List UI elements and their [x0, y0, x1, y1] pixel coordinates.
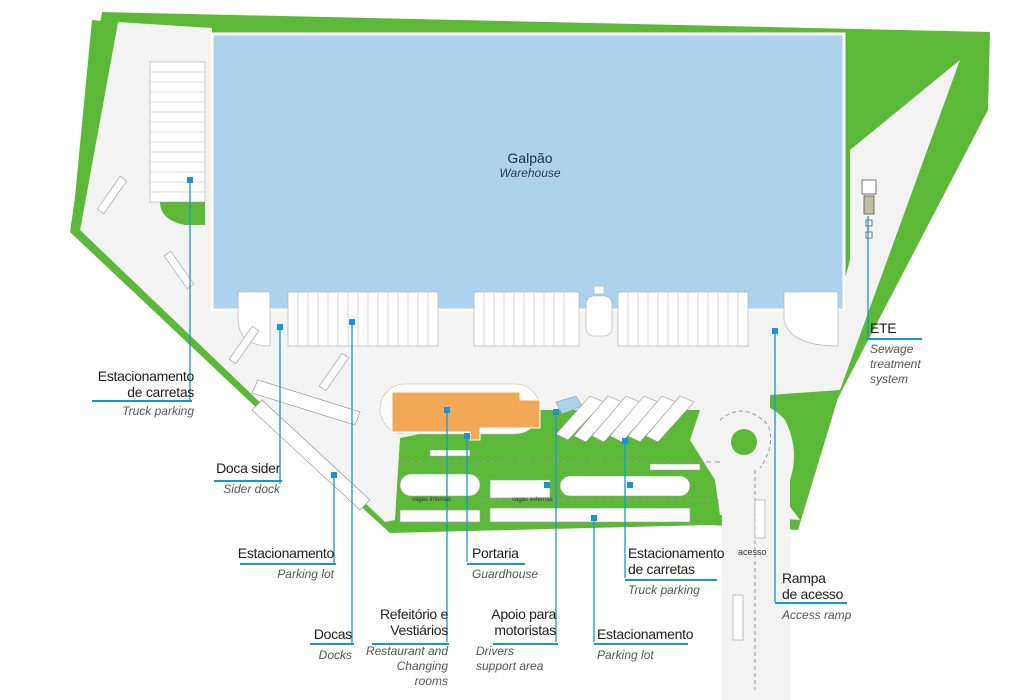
label-pt: Rampa	[782, 570, 826, 586]
label-pt: Estacionamento	[97, 368, 195, 384]
rule	[775, 602, 847, 604]
label-pt: Docas	[313, 626, 352, 642]
diagonal-docks	[251, 379, 371, 511]
label-en: Changing rooms	[396, 659, 448, 688]
outer-parking-note: vagas externas	[512, 497, 553, 503]
roundabout	[731, 429, 757, 455]
label-en: Guardhouse	[472, 567, 539, 581]
label-ete: ETE Sewage treatment system	[870, 320, 940, 387]
label-pt: Portaria	[472, 545, 519, 561]
access-road-label: acesso	[738, 547, 767, 557]
label-pt: Estacionamento	[597, 626, 694, 642]
label-sider-dock: Doca sider Sider dock	[190, 460, 280, 497]
dock-stalls	[287, 291, 749, 347]
label-pt: Doca sider	[216, 460, 280, 476]
label-guardhouse: Portaria Guardhouse	[472, 545, 552, 582]
label-pt: de carretas	[628, 561, 695, 577]
warehouse-label-pt: Galpão	[507, 150, 553, 166]
label-en: support area	[476, 659, 544, 673]
label-en: Docks	[318, 648, 352, 662]
label-en: Parking lot	[277, 567, 334, 581]
label-pt: Apoio para	[491, 606, 556, 622]
warehouse-title: Galpão Warehouse	[480, 150, 580, 180]
warehouse-label-en: Warehouse	[499, 166, 561, 180]
access-road	[700, 402, 794, 700]
left-lawn	[72, 20, 118, 230]
rule	[92, 400, 192, 402]
label-restaurant: Refeitório e Vestiários Restaurant and C…	[360, 606, 448, 689]
label-en: treatment	[870, 357, 921, 371]
label-en: Truck parking	[122, 404, 194, 418]
rule	[214, 480, 282, 482]
label-truck-parking-left: Estacionamento de carretas Truck parking	[60, 368, 195, 419]
label-en: Sewage	[870, 342, 914, 356]
label-en: Parking lot	[597, 648, 654, 662]
label-pt: Refeitório e	[380, 606, 448, 622]
label-pt: Vestiários	[390, 622, 448, 638]
rule	[625, 579, 717, 581]
label-pt: Estacionamento	[628, 545, 725, 561]
label-parking-left: Estacionamento Parking lot	[220, 545, 335, 582]
restaurant-building	[391, 391, 541, 441]
label-pt: ETE	[870, 320, 897, 336]
parking-rows	[399, 473, 691, 523]
label-pt: de acesso	[782, 586, 844, 602]
label-pt: de carretas	[127, 384, 194, 400]
label-en: Restaurant and	[365, 644, 448, 658]
rule	[594, 643, 688, 645]
rule	[493, 643, 558, 645]
label-en: system	[870, 372, 909, 386]
label-en: Drivers	[476, 644, 514, 658]
label-pt: motoristas	[494, 622, 556, 638]
label-en: Truck parking	[628, 583, 700, 597]
label-drivers-support: Apoio para motoristas Drivers support ar…	[476, 606, 556, 674]
rule	[866, 338, 922, 340]
label-en: Access ramp	[782, 608, 852, 622]
label-parking-right: Estacionamento Parking lot	[597, 626, 707, 663]
rule	[240, 563, 336, 565]
rule	[372, 643, 449, 645]
leader-lines	[189, 180, 869, 644]
label-access-ramp: Rampa de acesso Access ramp	[782, 570, 862, 623]
right-truck-parking	[555, 395, 695, 443]
warehouse-building	[210, 32, 846, 312]
leader-markers	[187, 177, 778, 521]
label-pt: Estacionamento	[237, 545, 335, 561]
label-docks: Docas Docks	[300, 626, 352, 663]
label-truck-parking-right: Estacionamento de carretas Truck parking	[628, 545, 728, 598]
rule	[467, 563, 525, 565]
rule	[310, 643, 354, 645]
inner-parking-note: vagas internas	[412, 497, 452, 503]
label-en: Sider dock	[223, 482, 280, 496]
ete-structure	[861, 179, 877, 239]
